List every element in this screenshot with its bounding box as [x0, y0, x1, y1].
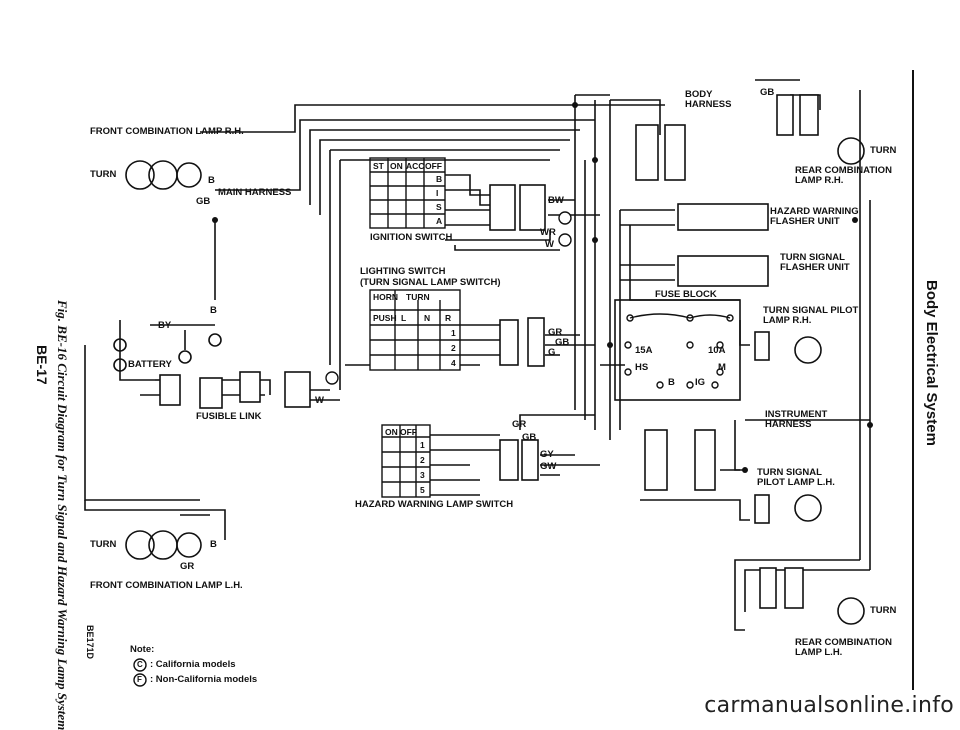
b-lh-label: B — [210, 539, 217, 550]
front-comb-rh-label: FRONT COMBINATION LAMP R.H. — [90, 126, 244, 137]
rear-comb-rh-label: REAR COMBINATION LAMP R.H. — [795, 165, 892, 186]
ls-row-4: 4 — [451, 358, 456, 368]
ig-row-a: A — [436, 216, 443, 226]
ig-col-st: ST — [373, 161, 384, 171]
hz-row-3: 3 — [420, 470, 425, 480]
bw-label: BW — [548, 195, 564, 206]
fuse-hs: HS — [635, 362, 649, 373]
ig-row-i: I — [436, 188, 439, 198]
turn-pilot-lh-label: TURN SIGNAL PILOT LAMP L.H. — [757, 467, 835, 488]
gb-body-label: GB — [760, 87, 775, 98]
hz-row-5: 5 — [420, 485, 425, 495]
ls-push: PUSH — [373, 313, 397, 323]
fusible-link-label: FUSIBLE LINK — [196, 411, 262, 422]
turn-rh-label: TURN — [90, 169, 117, 180]
ls-turn: TURN — [406, 292, 430, 302]
fuse-15a: 15A — [635, 345, 653, 356]
instrument-harness-label: INSTRUMENT HARNESS — [765, 409, 828, 430]
gr-lh-label: GR — [180, 561, 195, 572]
hz-row-2: 2 — [420, 455, 425, 465]
wr-label: WR — [540, 227, 556, 238]
hazard-flasher-label: HAZARD WARNING FLASHER UNIT — [770, 206, 859, 227]
section-title: Body Electrical System — [923, 280, 940, 446]
rear-comb-lh-label: REAR COMBINATION LAMP L.H. — [795, 637, 892, 658]
hazard-switch-label: HAZARD WARNING LAMP SWITCH — [355, 499, 514, 510]
turn-rear-rh-label: TURN — [870, 145, 897, 156]
hz-off: OFF — [400, 427, 417, 437]
g-ls-label: G — [548, 347, 556, 358]
watermark: carmanualsonline.info — [704, 693, 954, 718]
figure-code: BE171D — [85, 625, 95, 660]
ls-horn: HORN — [373, 292, 399, 302]
front-comb-lh-label: FRONT COMBINATION LAMP L.H. — [90, 580, 243, 591]
gb-front-label: GB — [196, 196, 211, 207]
b-front-label: B — [208, 175, 215, 186]
ig-row-s: S — [436, 202, 442, 212]
turn-flasher-label: TURN SIGNAL FLASHER UNIT — [780, 252, 850, 273]
ls-row-1: 1 — [451, 328, 456, 338]
fuse-ig: IG — [695, 377, 706, 388]
gr2-label: GR — [512, 419, 527, 430]
ls-col-r: R — [445, 313, 452, 323]
fuse-10a: 10A — [708, 345, 726, 356]
turn-rear-lh-label: TURN — [870, 605, 897, 616]
turn-pilot-rh-label: TURN SIGNAL PILOT LAMP R.H. — [763, 305, 859, 326]
note-f-text: : Non-California models — [150, 674, 258, 685]
fuse-m: M — [718, 362, 726, 373]
by-label: BY — [158, 320, 172, 331]
w-f-label: W — [545, 239, 554, 250]
ignition-switch-label: IGNITION SWITCH — [370, 232, 453, 243]
hz-row-1: 1 — [420, 440, 425, 450]
battery-label: BATTERY — [128, 359, 172, 370]
ig-col-on: ON — [390, 161, 403, 171]
turn-lh-label: TURN — [90, 539, 117, 550]
main-harness-label: MAIN HARNESS — [218, 187, 292, 198]
w-label: W — [315, 395, 324, 406]
hz-on: ON — [385, 427, 398, 437]
gr-ls-label: GR — [548, 327, 563, 338]
page-number: BE-17 — [34, 345, 50, 385]
note-f-symbol: F — [137, 675, 142, 684]
ig-col-acc: ACC — [406, 161, 425, 171]
figure-caption: Fig. BE-16 Circuit Diagram for Turn Sign… — [55, 300, 70, 730]
lighting-switch-label: LIGHTING SWITCH — [360, 266, 446, 277]
ig-col-off: OFF — [425, 161, 442, 171]
note-c-text: : California models — [150, 659, 236, 670]
note-c-symbol: C — [137, 660, 143, 669]
gb2-label: GB — [522, 432, 537, 443]
ig-row-b: B — [436, 174, 443, 184]
body-harness-label: BODY HARNESS — [685, 89, 732, 110]
fuse-block-label: FUSE BLOCK — [655, 289, 717, 300]
gw-label: GW — [540, 461, 557, 472]
ls-col-l: L — [401, 313, 407, 323]
ls-row-2: 2 — [451, 343, 456, 353]
note-title: Note: — [130, 644, 155, 655]
fuse-b: B — [668, 377, 675, 388]
lighting-switch-sub-label: (TURN SIGNAL LAMP SWITCH) — [360, 277, 501, 288]
gy-label: GY — [540, 449, 554, 460]
b-batt-label: B — [210, 305, 217, 316]
ls-col-n: N — [424, 313, 431, 323]
gb-ls-label: GB — [555, 337, 570, 348]
